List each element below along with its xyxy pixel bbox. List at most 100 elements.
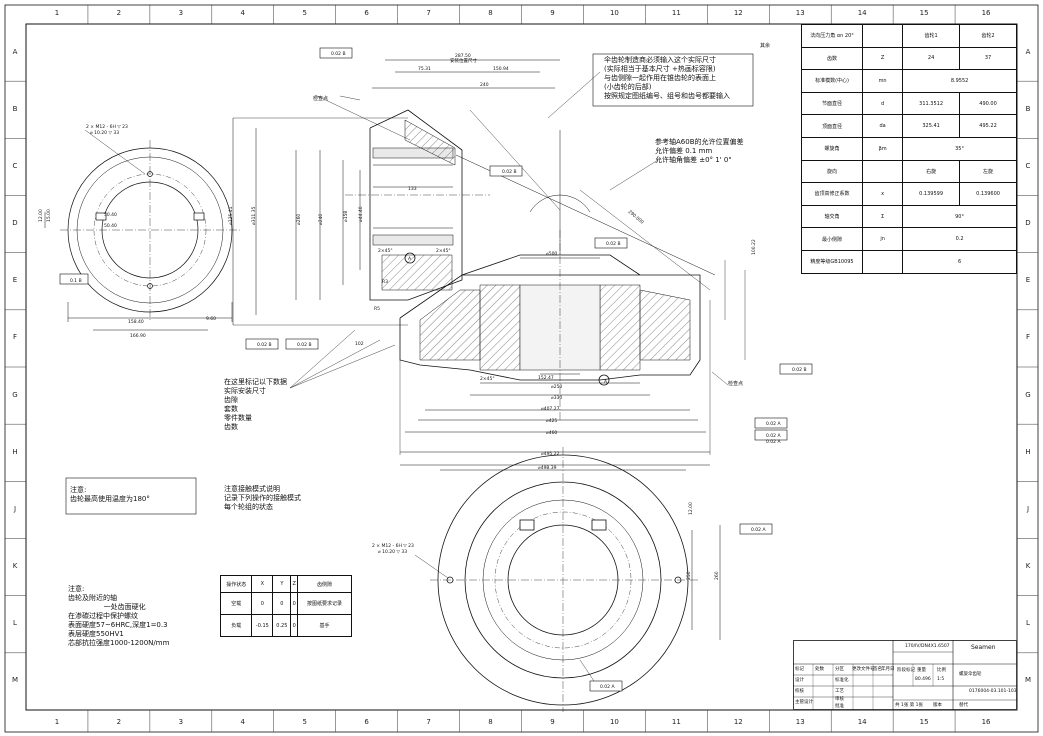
dimension-label: 2 × M12 - 6H ▽ 23 (372, 543, 414, 549)
grid-row-label: K (1025, 562, 1031, 571)
contact-header-cell: 操作状态 (219, 575, 253, 593)
dimension-label: ⌀460 (546, 430, 557, 436)
dimension-label: ⌀250 (551, 384, 562, 390)
dimension-label: 290.000 (627, 209, 645, 226)
dimension-label: 250 (686, 571, 692, 580)
param-cell: 325.41 (902, 114, 961, 138)
dimension-label: 75.31 (418, 66, 431, 72)
grid-row-label: F (12, 333, 18, 342)
dimension-label: ⌀240 (318, 214, 324, 225)
param-cell: 495.22 (959, 114, 1017, 138)
contact-cell: 0 (290, 592, 299, 615)
dimension-label: 2×45° (480, 376, 495, 382)
check-point-label: 检查点 (313, 96, 329, 102)
weight-label: 重量 (917, 668, 926, 673)
scale-value: 1:5 (937, 677, 945, 682)
dimension-label: 102 (355, 341, 364, 347)
assembly-note-box (592, 53, 754, 107)
param-cell: 齿顶高修正系数 (800, 182, 864, 206)
contact-header-cell: 齿侧隙 (297, 575, 352, 593)
dimension-label: ⌀495.22 (541, 451, 560, 457)
grid-column-label: 7 (426, 718, 431, 726)
param-cell: 6 (902, 249, 1017, 274)
project-code: 170/IV/DN4X1.6507 (905, 644, 950, 649)
grid-column-label: 14 (857, 9, 867, 17)
dimension-label: 0.02 B (606, 241, 621, 247)
param-cell: 90° (902, 204, 1017, 229)
param-cell: 0.2 (902, 227, 1017, 251)
grid-row-label: M (11, 676, 19, 685)
grid-row-label: B (12, 104, 18, 113)
surface-hardening-note: 注意: 齿轮及附近的轴 一处齿面硬化 在渗碳过程中保护螺纹 表面硬度57~6HR… (68, 585, 170, 647)
scale-label: 比例 (937, 668, 946, 673)
temperature-note-box (65, 477, 197, 515)
grid-column-label: 14 (857, 718, 867, 726)
param-cell: 右旋 (902, 159, 961, 184)
contact-note: 注意接触模式说明 记录下列操作的接触模式 每个轮组的状态 (224, 485, 301, 511)
dimension-label: 0.1 B (70, 278, 82, 284)
dimension-label: 50.40 (104, 212, 117, 218)
revision-label: 版本 (933, 703, 942, 708)
contact-cell: 0 (251, 592, 274, 615)
grid-column-label: 6 (364, 718, 369, 726)
grid-row-label: G (12, 390, 18, 399)
param-cell (862, 159, 904, 184)
grid-column-label: 3 (178, 9, 184, 17)
dimension-label: 0.02 A (766, 421, 781, 427)
grid-row-label: K (12, 562, 18, 571)
param-cell: βm (862, 136, 904, 161)
dimension-label: ⌀311.35 (251, 206, 257, 225)
row-lead: 主管设计 (795, 700, 813, 705)
dimension-label: 2×45° (436, 248, 451, 254)
param-cell: 311.3512 (902, 91, 961, 116)
dimension-label: 158.40 (128, 319, 144, 325)
gear-section-view (399, 109, 746, 466)
grid-column-label: 2 (116, 9, 122, 17)
row-check: 校核 (795, 689, 804, 694)
grid-column-label: 9 (550, 718, 555, 726)
grid-column-label: 16 (981, 9, 991, 17)
grid-row-label: A (1025, 47, 1031, 56)
param-cell: 35° (902, 136, 1017, 161)
grid-column-label: 12 (733, 718, 743, 726)
title-block: 170/IV/DN4X1.6507 Seamen 螺旋伞齿轮 0176004-0… (793, 640, 1017, 710)
param-cell: mn (862, 69, 904, 93)
header-mark: 标记 (795, 667, 804, 672)
dimension-label: 15.00 (46, 209, 52, 222)
param-cell: Σ (862, 204, 904, 229)
dimension-label: 287.50 (455, 53, 471, 59)
grid-column-label: 2 (116, 718, 122, 726)
grid-column-label: 16 (981, 718, 991, 726)
dimension-label: 150.94 (493, 66, 509, 72)
grid-column-label: 1 (54, 718, 60, 726)
dimension-label: 0.02 A (766, 439, 781, 445)
dimension-label: 260 (714, 571, 720, 580)
dimension-label: 0.02 B (297, 342, 312, 348)
grid-column-label: 9 (550, 9, 555, 17)
dimension-label: 240 (480, 82, 489, 88)
dimension-label: ⌀325.41 (228, 206, 234, 225)
param-cell: 齿数 (800, 46, 864, 71)
grid-column-label: 5 (302, 9, 307, 17)
grid-row-label: J (13, 504, 17, 513)
grid-column-label: 1 (54, 9, 60, 17)
contact-cell: 0.25 (272, 614, 292, 637)
grid-row-label: D (12, 219, 18, 228)
row-approve: 批准 (835, 704, 844, 709)
param-cell: da (862, 114, 904, 138)
header-zone: 分区 (835, 667, 844, 672)
grid-column-label: 5 (302, 718, 307, 726)
header-count: 处数 (815, 667, 824, 672)
grid-column-label: 13 (795, 9, 805, 17)
tolerance-frames (59, 47, 813, 692)
param-cell: 轴交角 (800, 204, 864, 229)
grid-column-label: 4 (240, 9, 246, 17)
replace-label: 替代 (959, 703, 968, 708)
